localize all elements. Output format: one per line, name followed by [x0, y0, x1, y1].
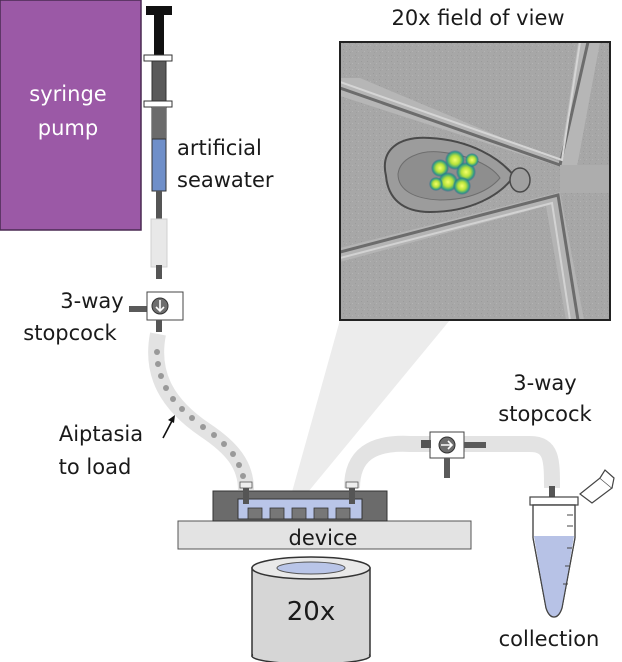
seawater-liquid — [151, 138, 167, 192]
device-label: device — [289, 526, 358, 550]
seawater-label-line2: seawater — [177, 168, 274, 192]
tubing-outlet — [344, 435, 430, 489]
collection-tube — [529, 469, 615, 618]
right-stopcock-label-line2: stopcock — [498, 402, 592, 426]
syringe-pump-label-line2: pump — [38, 116, 98, 140]
right-stopcock — [421, 431, 486, 478]
collection-liquid — [534, 536, 574, 617]
syringe-pump-label-line1: syringe — [29, 82, 106, 106]
device-traps — [247, 507, 351, 520]
aiptasia-label-line2: to load — [59, 455, 132, 479]
tubing-loading — [148, 332, 254, 491]
aiptasia-dots — [154, 349, 246, 479]
field-of-view-label: 20x field of view — [391, 6, 564, 30]
field-of-view-image — [340, 42, 610, 320]
aiptasia-arrow — [162, 418, 174, 439]
syringe — [143, 6, 173, 219]
objective-lens — [251, 556, 371, 662]
left-stopcock-label-line2: stopcock — [23, 321, 117, 345]
fluorescent-cells — [429, 150, 479, 195]
left-stopcock — [129, 291, 184, 332]
syringe-pump-body — [0, 0, 142, 231]
collection-label: collection — [499, 627, 600, 651]
zoom-cone — [292, 320, 450, 492]
right-stopcock-label-line1: 3-way — [513, 371, 576, 395]
seawater-label-line1: artificial — [177, 136, 262, 160]
aiptasia-label-line1: Aiptasia — [59, 422, 143, 446]
left-stopcock-label-line1: 3-way — [60, 289, 123, 313]
tubing-upper — [150, 218, 168, 268]
objective-label: 20x — [287, 597, 335, 627]
microscope-stage — [177, 520, 472, 550]
